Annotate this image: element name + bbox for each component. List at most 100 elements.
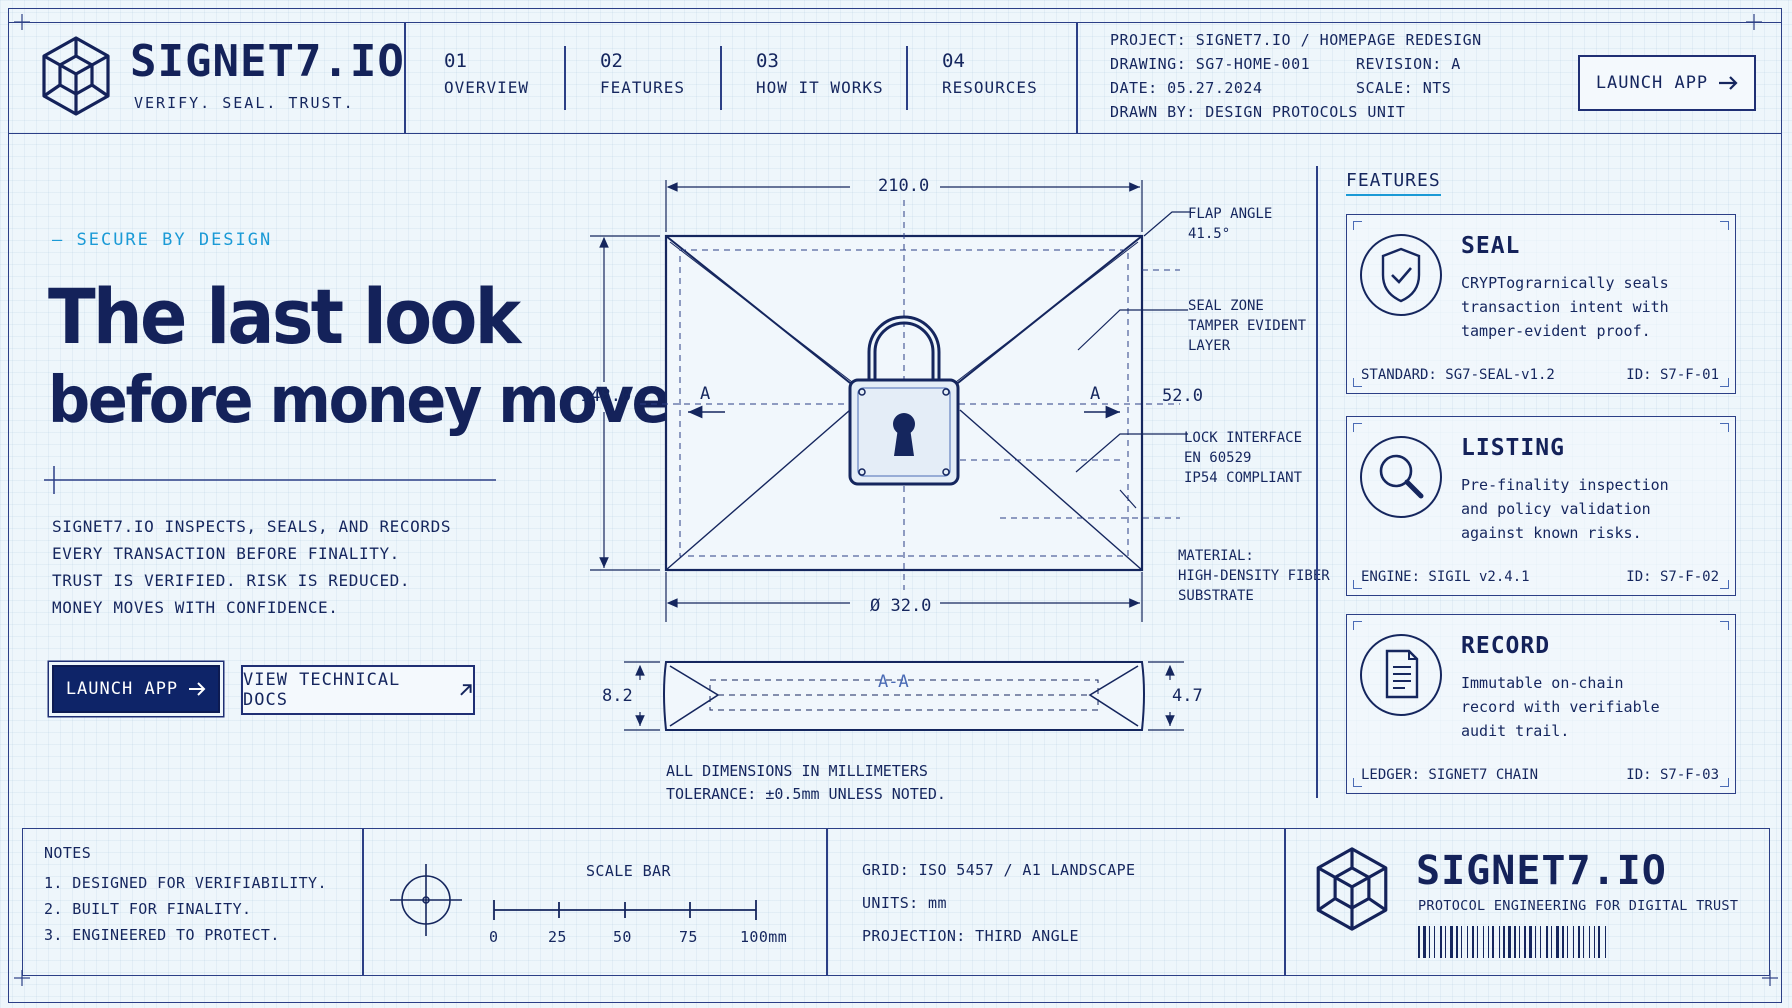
- feature-card-seal[interactable]: SEAL CRYPTograrnically seals transaction…: [1346, 214, 1736, 394]
- corner-mark: [1720, 580, 1729, 589]
- footer-specs: GRID: ISO 5457 / A1 LANDSCAPE UNITS: mm …: [862, 854, 1136, 953]
- drawing-notes: ALL DIMENSIONS IN MILLIMETERS TOLERANCE:…: [666, 760, 946, 806]
- meta-project: PROJECT: SIGNET7.IO / HOMEPAGE REDESIGN: [1110, 31, 1482, 49]
- barcode-bar: [1503, 926, 1505, 958]
- corner-mark: [1353, 378, 1362, 387]
- body-line: MONEY MOVES WITH CONFIDENCE.: [52, 598, 339, 617]
- nav-number: 03: [756, 50, 779, 72]
- card-title: LISTING: [1461, 435, 1565, 461]
- footer-brand-subtitle: PROTOCOL ENGINEERING FOR DIGITAL TRUST: [1418, 898, 1739, 914]
- height-dimension: 148.0: [580, 386, 632, 406]
- spec-grid: GRID: ISO 5457 / A1 LANDSCAPE: [862, 861, 1136, 879]
- callout-line: LOCK INTERFACE: [1184, 430, 1303, 446]
- nav-item-overview[interactable]: 01 OVERVIEW: [444, 50, 529, 97]
- barcode-bar: [1499, 926, 1500, 958]
- barcode-bar: [1519, 926, 1520, 958]
- footer-title-block: [22, 828, 1770, 976]
- arrow-right-icon: [1719, 76, 1738, 90]
- eyebrow-dash: —: [52, 230, 77, 250]
- nav-label: OVERVIEW: [444, 78, 530, 97]
- callout-flap-angle: FLAP ANGLE 41.5°: [1188, 204, 1272, 244]
- card-description-line: transaction intent with: [1461, 298, 1669, 316]
- callout-line: 41.5°: [1188, 226, 1231, 242]
- brand-logo[interactable]: [40, 34, 112, 122]
- corner-mark: [1720, 621, 1729, 630]
- barcode-bar: [1583, 926, 1584, 958]
- nav-number: 02: [600, 50, 623, 72]
- card-description: Pre-finality inspection and policy valid…: [1461, 473, 1721, 545]
- card-ledger: LEDGER: SIGNET7 CHAIN: [1361, 767, 1539, 783]
- shield-check-icon: [1360, 234, 1442, 316]
- envelope-technical-drawing: [590, 180, 1190, 731]
- corner-mark: [1720, 221, 1729, 230]
- barcode-bar: [1567, 926, 1568, 958]
- right-dimension: 52.0: [1162, 386, 1203, 406]
- barcode-bar: [1467, 926, 1468, 958]
- diameter-dimension: Ø 32.0: [870, 596, 932, 616]
- body-line: TRUST IS VERIFIED. RISK IS REDUCED.: [52, 571, 411, 590]
- card-id: ID: S7-F-01: [1626, 367, 1719, 383]
- eyebrow-text: SECURE BY DESIGN: [76, 230, 273, 250]
- barcode-bar: [1418, 926, 1420, 958]
- barcode-bar: [1508, 926, 1511, 958]
- callout-lock-interface: LOCK INTERFACE EN 60529 IP54 COMPLIANT: [1184, 428, 1302, 488]
- callout-line: IP54 COMPLIANT: [1184, 470, 1303, 486]
- scale-tick-label: 25: [548, 928, 567, 946]
- callout-seal-zone: SEAL ZONE TAMPER EVIDENT LAYER: [1188, 296, 1306, 356]
- meta-drawn-by: DRAWN BY: DESIGN PROTOCOLS UNIT: [1110, 103, 1406, 121]
- meta-drawing: DRAWING: SG7-HOME-001: [1110, 55, 1311, 73]
- nav-label: FEATURES: [600, 78, 686, 97]
- header-launch-app-button[interactable]: LAUNCH APP: [1578, 55, 1756, 111]
- footer-notes: NOTES 1. DESIGNED FOR VERIFIABILITY. 2. …: [44, 840, 327, 948]
- nav-item-features[interactable]: 02 FEATURES: [600, 50, 685, 97]
- magnifier-icon: [1360, 436, 1442, 518]
- nav-divider: [564, 46, 566, 110]
- scale-tick-label: 75: [679, 928, 698, 946]
- meta-row: DRAWING: SG7-HOME-001 REVISION: A: [1110, 52, 1482, 76]
- arrow-right-icon: [189, 682, 206, 696]
- note-item: 3. ENGINEERED TO PROTECT.: [44, 926, 280, 944]
- barcode-bar: [1488, 926, 1489, 958]
- meta-row: DATE: 05.27.2024 SCALE: NTS: [1110, 76, 1482, 100]
- barcode-bar: [1434, 926, 1435, 958]
- corner-mark: [1720, 423, 1729, 432]
- notes-title: NOTES: [44, 844, 92, 862]
- button-label: VIEW TECHNICAL DOCS: [243, 670, 401, 710]
- nav-divider: [906, 46, 908, 110]
- barcode-bar: [1535, 926, 1536, 958]
- body-line: SIGNET7.IO INSPECTS, SEALS, AND RECORDS: [52, 517, 452, 536]
- barcode-bar: [1461, 926, 1462, 958]
- drawing-note: TOLERANCE: ±0.5mm UNLESS NOTED.: [666, 785, 946, 803]
- spec-projection: PROJECTION: THIRD ANGLE: [862, 927, 1079, 945]
- hero-launch-app-button[interactable]: LAUNCH APP: [52, 665, 220, 713]
- callout-line: LAYER: [1188, 338, 1231, 354]
- barcode-bar: [1514, 926, 1516, 958]
- header: [8, 22, 1782, 134]
- page-frame: [8, 8, 1782, 1003]
- corner-mark: [1353, 221, 1362, 230]
- barcode-bar: [1456, 926, 1458, 958]
- feature-card-record[interactable]: RECORD Immutable on-chain record with ve…: [1346, 614, 1736, 794]
- corner-mark: [1720, 378, 1729, 387]
- card-id: ID: S7-F-02: [1626, 569, 1719, 585]
- view-technical-docs-button[interactable]: VIEW TECHNICAL DOCS: [241, 665, 475, 715]
- callout-line: SUBSTRATE: [1178, 588, 1254, 604]
- card-description-line: tamper-evident proof.: [1461, 322, 1651, 340]
- card-description-line: Immutable on-chain: [1461, 674, 1624, 692]
- barcode-bar: [1546, 926, 1548, 958]
- barcode-bar: [1440, 926, 1442, 958]
- width-dimension: 210.0: [878, 176, 930, 196]
- footer-divider: [1284, 828, 1286, 976]
- crosshair-target-icon: [390, 864, 462, 936]
- nav-item-how-it-works[interactable]: 03 HOW IT WORKS: [756, 50, 884, 97]
- footer-divider: [826, 828, 828, 976]
- nav-item-resources[interactable]: 04 RESOURCES: [942, 50, 1038, 97]
- title-block: PROJECT: SIGNET7.IO / HOMEPAGE REDESIGN …: [1110, 28, 1482, 124]
- nav-label: HOW IT WORKS: [756, 78, 884, 97]
- footer-divider: [362, 828, 364, 976]
- corner-mark: [1353, 621, 1362, 630]
- header-divider: [404, 22, 406, 134]
- padlock-icon: [848, 315, 960, 486]
- barcode-bar: [1472, 926, 1474, 958]
- feature-card-listing[interactable]: LISTING Pre-finality inspection and poli…: [1346, 416, 1736, 596]
